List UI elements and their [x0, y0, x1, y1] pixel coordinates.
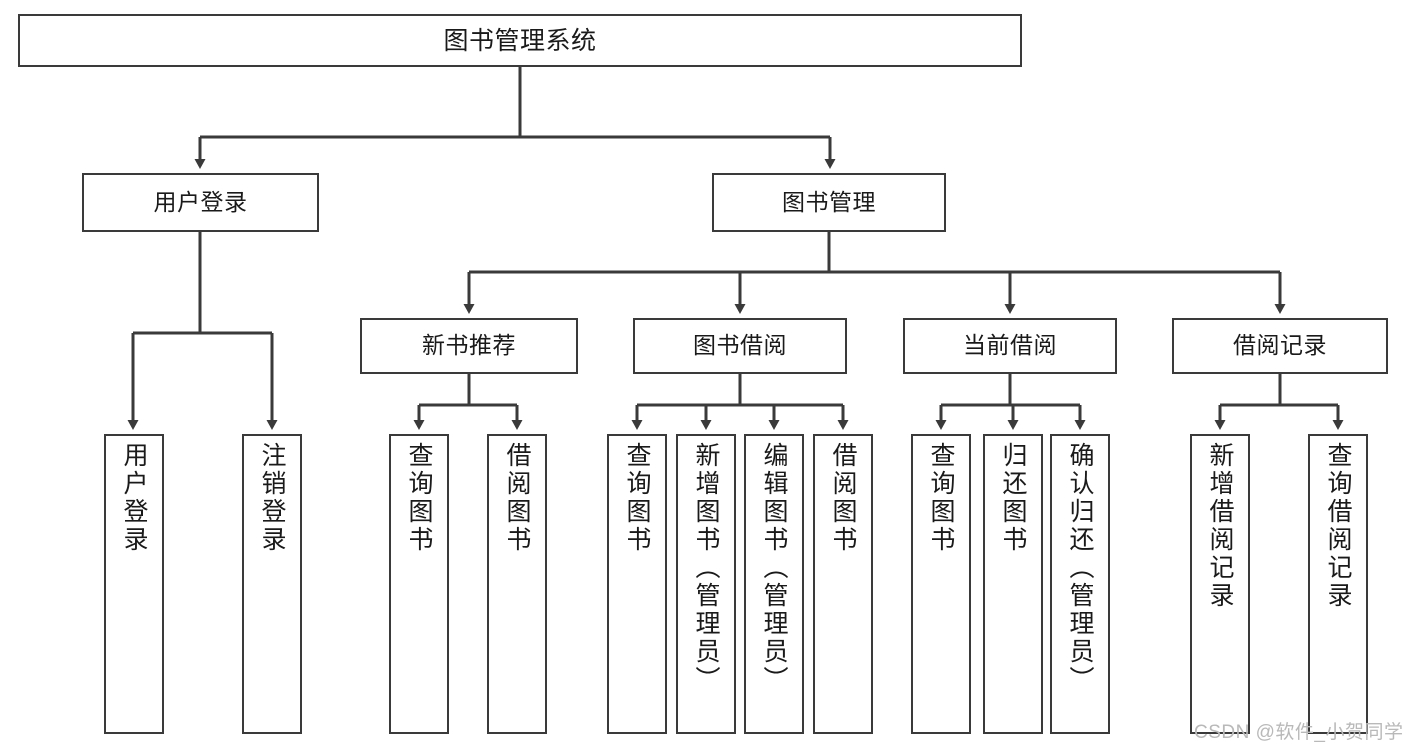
node-leaf-return-book-label: 归还图书	[999, 442, 1027, 554]
node-leaf-borrow-book-new[interactable]: 借阅图书	[487, 434, 547, 734]
node-book-management-label: 图书管理	[782, 188, 876, 215]
node-leaf-return-book[interactable]: 归还图书	[983, 434, 1043, 734]
node-leaf-query-book-borrow[interactable]: 查询图书	[607, 434, 667, 734]
node-current-borrow-label: 当前借阅	[963, 332, 1057, 359]
node-leaf-add-book[interactable]: 新增图书（管理员）	[676, 434, 736, 734]
node-leaf-user-login-label: 用户登录	[120, 442, 148, 554]
node-user-login[interactable]: 用户登录	[82, 173, 319, 232]
node-leaf-confirm-return[interactable]: 确认归还（管理员）	[1050, 434, 1110, 734]
node-root[interactable]: 图书管理系统	[18, 14, 1022, 67]
node-book-management[interactable]: 图书管理	[712, 173, 946, 232]
node-leaf-query-book-borrow-label: 查询图书	[623, 442, 651, 554]
node-leaf-logout[interactable]: 注销登录	[242, 434, 302, 734]
node-leaf-query-book-current-label: 查询图书	[927, 442, 955, 554]
node-leaf-query-book-new-label: 查询图书	[405, 442, 433, 554]
node-current-borrow[interactable]: 当前借阅	[903, 318, 1117, 374]
node-root-label: 图书管理系统	[443, 26, 597, 55]
node-leaf-borrow-book-new-label: 借阅图书	[503, 442, 531, 554]
node-book-borrow-label: 图书借阅	[693, 332, 787, 359]
node-user-login-label: 用户登录	[153, 188, 248, 215]
node-leaf-query-borrow-record[interactable]: 查询借阅记录	[1308, 434, 1368, 734]
node-leaf-borrow-book[interactable]: 借阅图书	[813, 434, 873, 734]
node-book-borrow[interactable]: 图书借阅	[633, 318, 847, 374]
node-leaf-add-borrow-record[interactable]: 新增借阅记录	[1190, 434, 1250, 734]
csdn-watermark: CSDN @软件_小贺同学	[1194, 722, 1404, 743]
node-leaf-add-borrow-record-label: 新增借阅记录	[1206, 442, 1234, 610]
node-leaf-user-login[interactable]: 用户登录	[104, 434, 164, 734]
node-leaf-query-book-current[interactable]: 查询图书	[911, 434, 971, 734]
node-new-book-recommend-label: 新书推荐	[422, 332, 516, 359]
node-leaf-query-borrow-record-label: 查询借阅记录	[1324, 442, 1352, 610]
node-leaf-add-book-label: 新增图书（管理员）	[692, 442, 720, 694]
node-new-book-recommend[interactable]: 新书推荐	[360, 318, 578, 374]
node-leaf-logout-label: 注销登录	[258, 442, 286, 554]
node-leaf-edit-book[interactable]: 编辑图书（管理员）	[744, 434, 804, 734]
node-borrow-record-label: 借阅记录	[1233, 332, 1327, 359]
node-leaf-borrow-book-label: 借阅图书	[829, 442, 857, 554]
node-leaf-query-book-new[interactable]: 查询图书	[389, 434, 449, 734]
node-leaf-confirm-return-label: 确认归还（管理员）	[1066, 442, 1094, 694]
node-leaf-edit-book-label: 编辑图书（管理员）	[760, 442, 788, 694]
node-borrow-record[interactable]: 借阅记录	[1172, 318, 1388, 374]
